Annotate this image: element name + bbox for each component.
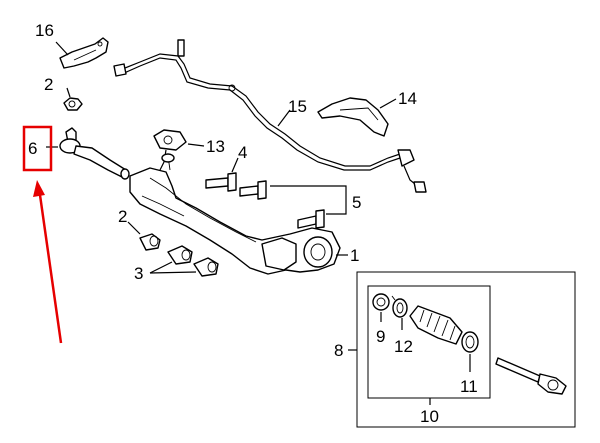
leader-15 — [277, 109, 291, 127]
callout-12: 12 — [394, 337, 413, 356]
part-11-clamp — [461, 331, 479, 353]
callout-2: 2 — [118, 207, 127, 226]
part-13-sensor — [153, 129, 187, 171]
part-9-ring — [372, 293, 390, 311]
highlight-arrow — [33, 180, 63, 344]
leader-16 — [55, 41, 69, 56]
callout-14: 14 — [398, 89, 417, 108]
callout-6-highlight-box — [22, 125, 53, 172]
callout-16: 16 — [35, 21, 54, 40]
part-14-heat-shield — [317, 97, 389, 137]
part-2-bushing — [139, 233, 161, 251]
kit-box-10 — [367, 285, 491, 399]
leader-7 — [66, 87, 71, 98]
callout-15: 15 — [288, 97, 307, 116]
leader-3 — [149, 261, 197, 274]
callout-1: 1 — [350, 246, 359, 265]
part-1-steering-gear — [129, 153, 341, 275]
callout-10: 10 — [420, 407, 439, 426]
callout-4: 4 — [238, 143, 247, 162]
part-15-wire-harness — [113, 39, 427, 193]
callout-3: 3 — [134, 264, 143, 283]
callout-5: 5 — [352, 193, 361, 212]
leader-4 — [231, 157, 239, 173]
part-3-bushings — [167, 245, 219, 277]
callout-8: 8 — [334, 341, 343, 360]
part-4-bolt — [205, 172, 237, 192]
leader-14 — [379, 98, 397, 109]
part-7-nut — [63, 97, 83, 111]
callout-13: 13 — [206, 137, 225, 156]
leader-2 — [127, 221, 141, 235]
leader-5 — [270, 185, 347, 215]
part-inner-tie-rod — [495, 357, 567, 395]
callout-7: 2 — [44, 75, 53, 94]
part-boot — [409, 305, 463, 345]
part-6-tie-rod-end — [59, 127, 130, 180]
part-12-clamp — [391, 295, 408, 318]
part-16-bracket — [59, 37, 109, 69]
callout-11: 11 — [460, 377, 478, 396]
leader-13 — [187, 143, 205, 147]
part-5-bolts — [239, 180, 325, 229]
callout-9: 9 — [376, 327, 385, 346]
callout-6: 6 — [28, 139, 37, 158]
